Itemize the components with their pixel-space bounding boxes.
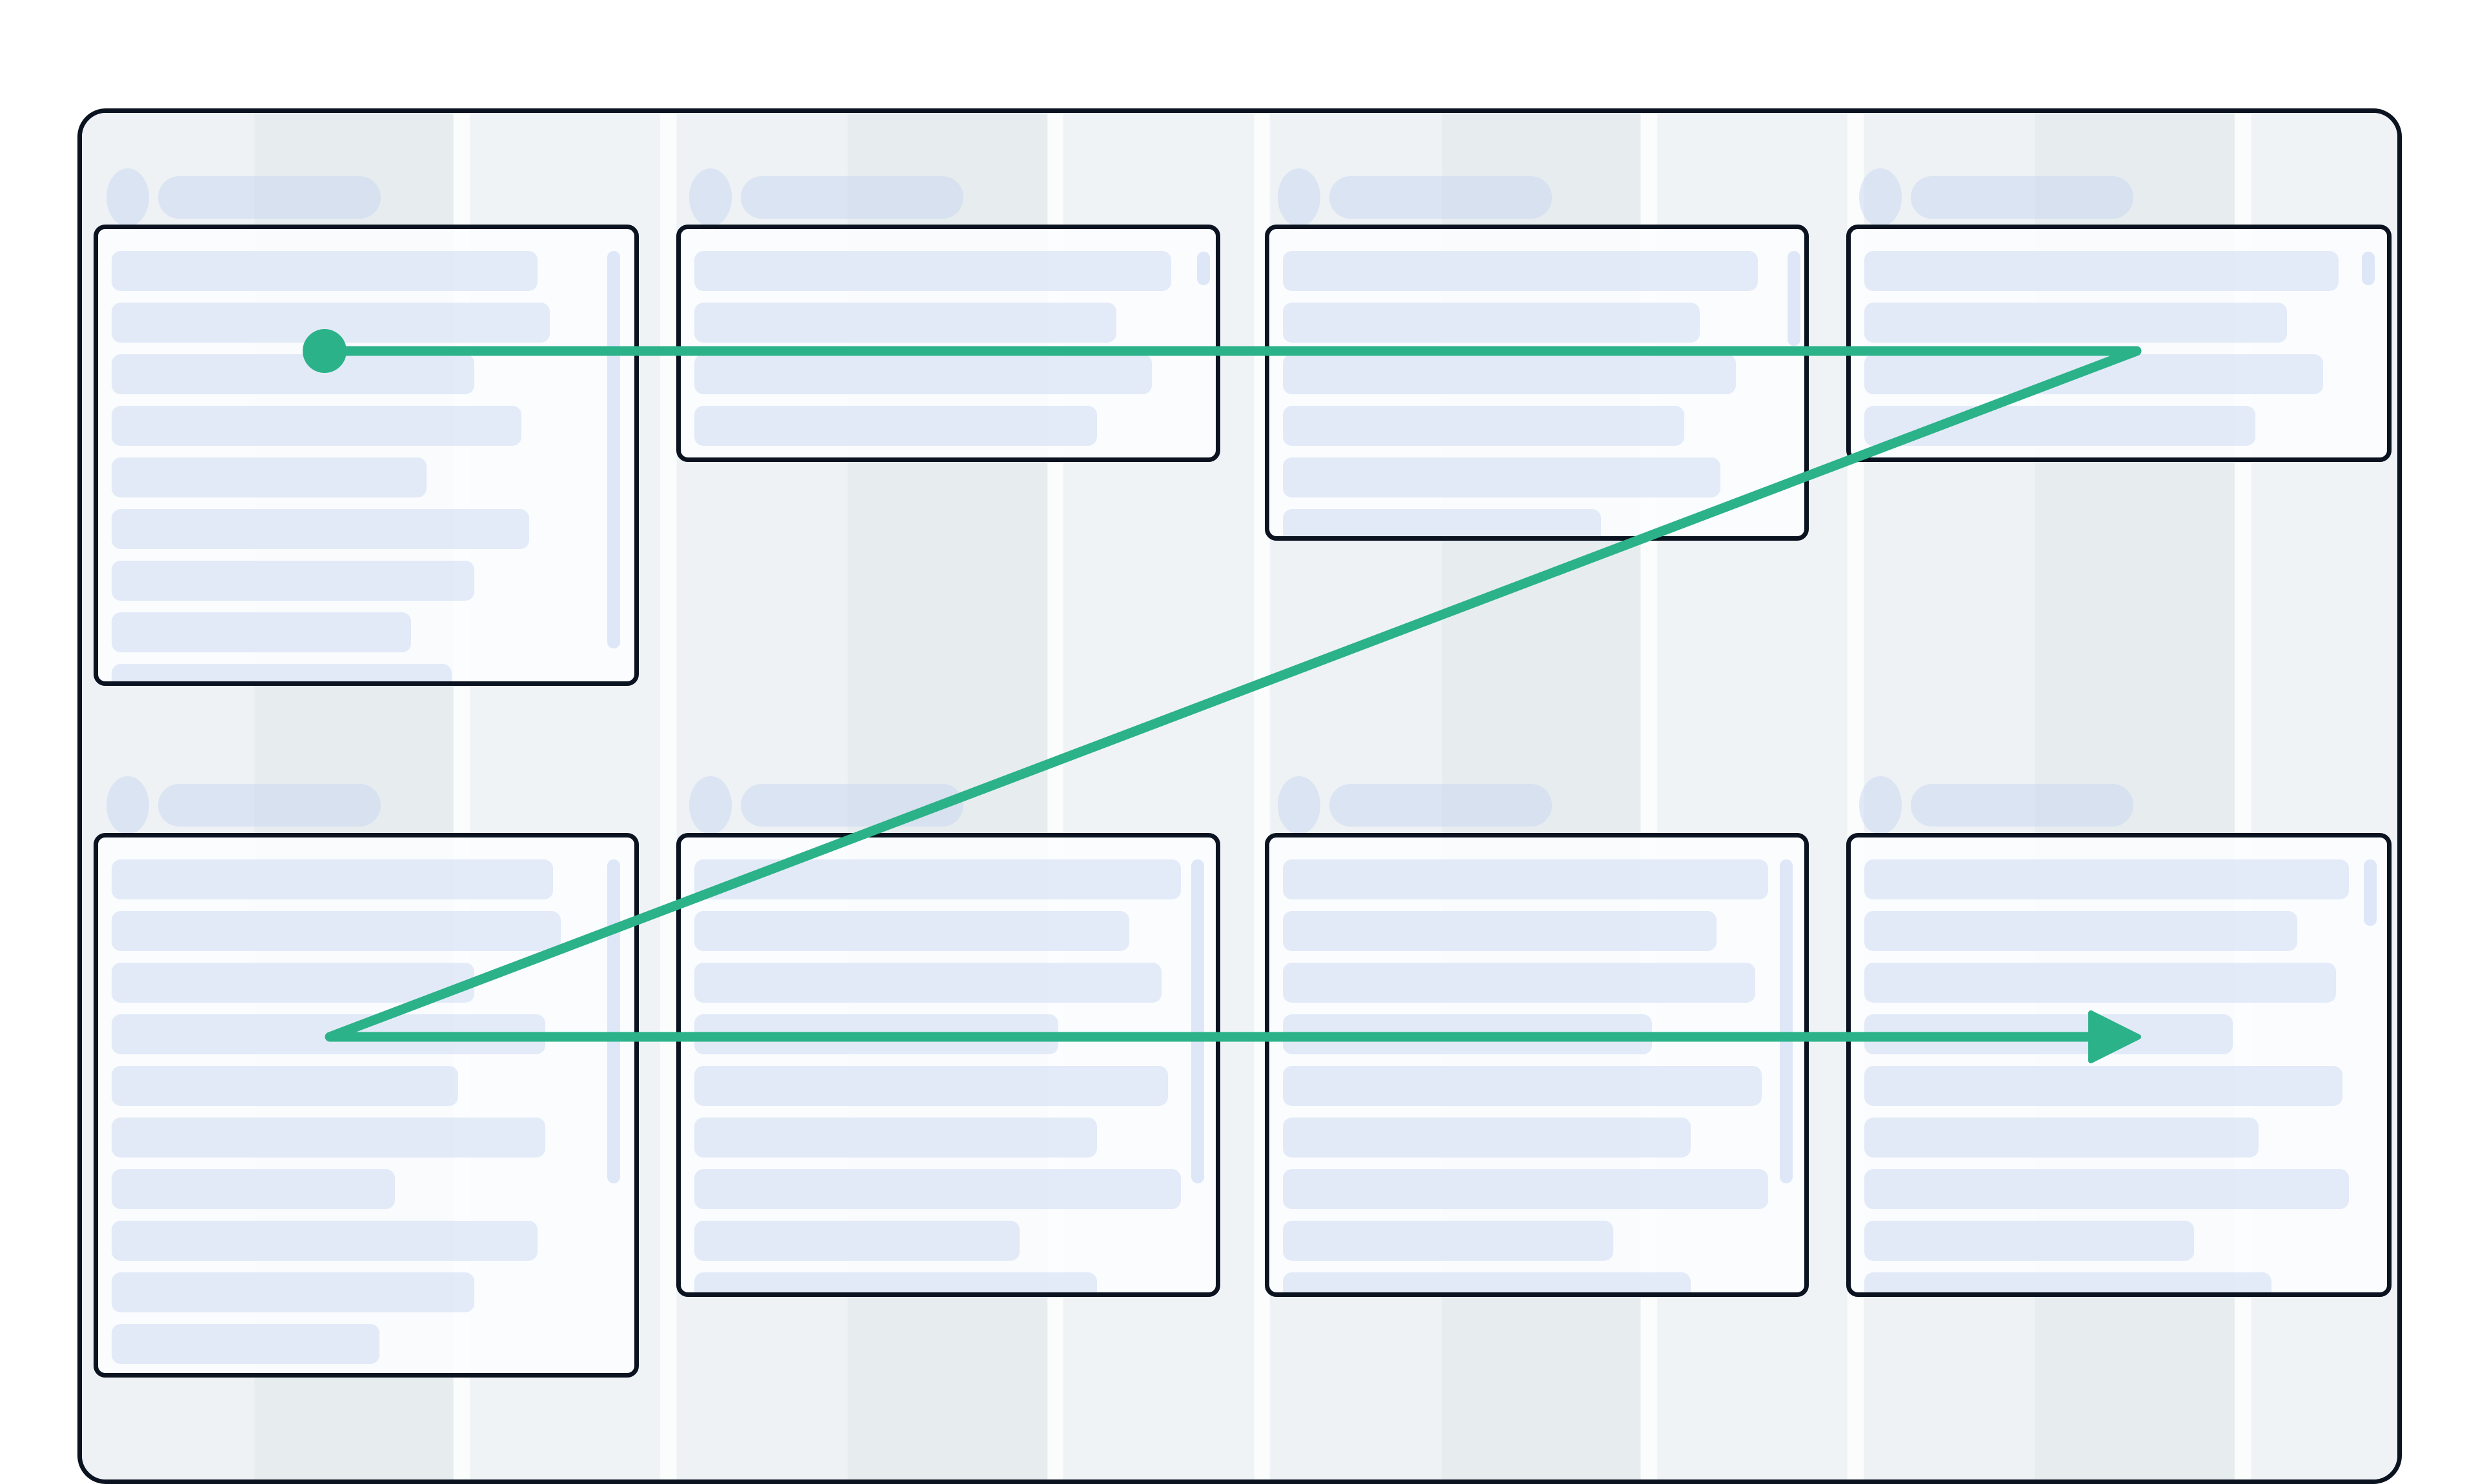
header-avatar-circle	[689, 776, 732, 834]
placeholder-text-bar	[1864, 859, 2349, 899]
header-avatar-circle	[106, 776, 149, 834]
scrollbar-thumb	[1191, 859, 1204, 1183]
placeholder-text-bar	[112, 303, 550, 343]
placeholder-text-bar	[694, 963, 1162, 1003]
placeholder-text-bar	[1283, 1014, 1652, 1054]
card-4	[1846, 225, 2392, 462]
placeholder-text-bar	[1864, 303, 2287, 343]
placeholder-text-bar	[112, 1118, 545, 1158]
header-title-pill	[741, 784, 963, 827]
placeholder-text-bar	[694, 406, 1097, 446]
placeholder-text-bar	[694, 859, 1181, 899]
placeholder-text-bar	[112, 1324, 379, 1364]
placeholder-text-bar	[1283, 509, 1601, 536]
scrollbar-thumb	[607, 251, 620, 648]
scrollbar-thumb	[2362, 252, 2375, 285]
header-avatar-circle	[1278, 168, 1320, 226]
header-title-pill	[1911, 176, 2133, 219]
placeholder-text-bar	[694, 1272, 1097, 1292]
placeholder-text-bar	[694, 251, 1171, 291]
placeholder-text-bar	[112, 1221, 538, 1261]
scrollbar-thumb	[607, 859, 620, 1183]
placeholder-text-bar	[1864, 1118, 2259, 1158]
placeholder-text-bar	[112, 457, 427, 497]
placeholder-text-bar	[1864, 1169, 2349, 1209]
scrollbar-thumb	[2364, 859, 2377, 926]
placeholder-text-bar	[694, 1014, 1058, 1054]
placeholder-text-bar	[112, 911, 561, 951]
placeholder-text-bar	[112, 612, 411, 652]
placeholder-text-bar	[1864, 1272, 2272, 1292]
header-avatar-circle	[106, 168, 149, 226]
placeholder-text-bar	[1283, 1066, 1762, 1106]
header-title-pill	[158, 784, 381, 827]
header-avatar-circle	[1859, 776, 1902, 834]
placeholder-text-bar	[112, 963, 474, 1003]
placeholder-text-bar	[112, 1066, 458, 1106]
placeholder-text-bar	[1283, 251, 1758, 291]
placeholder-text-bar	[1864, 457, 2291, 462]
card-1	[94, 225, 639, 686]
placeholder-text-bar	[112, 251, 538, 291]
placeholder-text-bar	[694, 1066, 1168, 1106]
scrollbar-thumb	[1197, 252, 1210, 285]
placeholder-text-bar	[112, 1272, 474, 1312]
placeholder-text-bar	[694, 303, 1116, 343]
header-avatar-circle	[1278, 776, 1320, 834]
placeholder-text-bar	[1283, 1221, 1613, 1261]
card-7	[1265, 833, 1809, 1297]
placeholder-text-bar	[112, 406, 521, 446]
placeholder-text-bar	[112, 1014, 545, 1054]
placeholder-text-bar	[1864, 406, 2255, 446]
placeholder-text-bar	[1283, 1169, 1768, 1209]
header-title-pill	[1329, 784, 1552, 827]
placeholder-text-bar	[1283, 354, 1736, 394]
placeholder-text-bar	[1864, 354, 2323, 394]
placeholder-text-bar	[694, 457, 1129, 462]
placeholder-text-bar	[1283, 1118, 1691, 1158]
placeholder-text-bar	[1864, 1221, 2194, 1261]
placeholder-text-bar	[694, 354, 1152, 394]
header-avatar-circle	[689, 168, 732, 226]
card-2	[676, 225, 1220, 462]
placeholder-text-bar	[1283, 457, 1720, 497]
placeholder-text-bar	[112, 354, 474, 394]
placeholder-text-bar	[112, 664, 452, 681]
placeholder-text-bar	[1283, 303, 1700, 343]
placeholder-text-bar	[694, 1118, 1097, 1158]
placeholder-text-bar	[1283, 406, 1684, 446]
placeholder-text-bar	[112, 859, 553, 899]
card-5	[94, 833, 639, 1378]
placeholder-text-bar	[1864, 963, 2336, 1003]
placeholder-text-bar	[112, 561, 474, 601]
placeholder-text-bar	[694, 911, 1129, 951]
placeholder-text-bar	[1864, 911, 2297, 951]
placeholder-text-bar	[1864, 1014, 2233, 1054]
card-3	[1265, 225, 1809, 541]
header-avatar-circle	[1859, 168, 1902, 226]
placeholder-text-bar	[112, 509, 529, 549]
placeholder-text-bar	[112, 1169, 395, 1209]
placeholder-text-bar	[1864, 1066, 2342, 1106]
placeholder-text-bar	[694, 1221, 1020, 1261]
card-8	[1846, 833, 2392, 1297]
scrollbar-thumb	[1788, 251, 1800, 346]
placeholder-text-bar	[1283, 963, 1755, 1003]
placeholder-text-bar	[1283, 1272, 1691, 1292]
placeholder-text-bar	[694, 1169, 1181, 1209]
card-6	[676, 833, 1220, 1297]
header-title-pill	[1911, 784, 2133, 827]
header-title-pill	[158, 176, 381, 219]
placeholder-text-bar	[1283, 859, 1768, 899]
header-title-pill	[741, 176, 963, 219]
placeholder-text-bar	[1864, 251, 2339, 291]
page-background	[77, 108, 2402, 1484]
placeholder-text-bar	[1283, 911, 1717, 951]
scrollbar-thumb	[1780, 859, 1793, 1183]
header-title-pill	[1329, 176, 1552, 219]
